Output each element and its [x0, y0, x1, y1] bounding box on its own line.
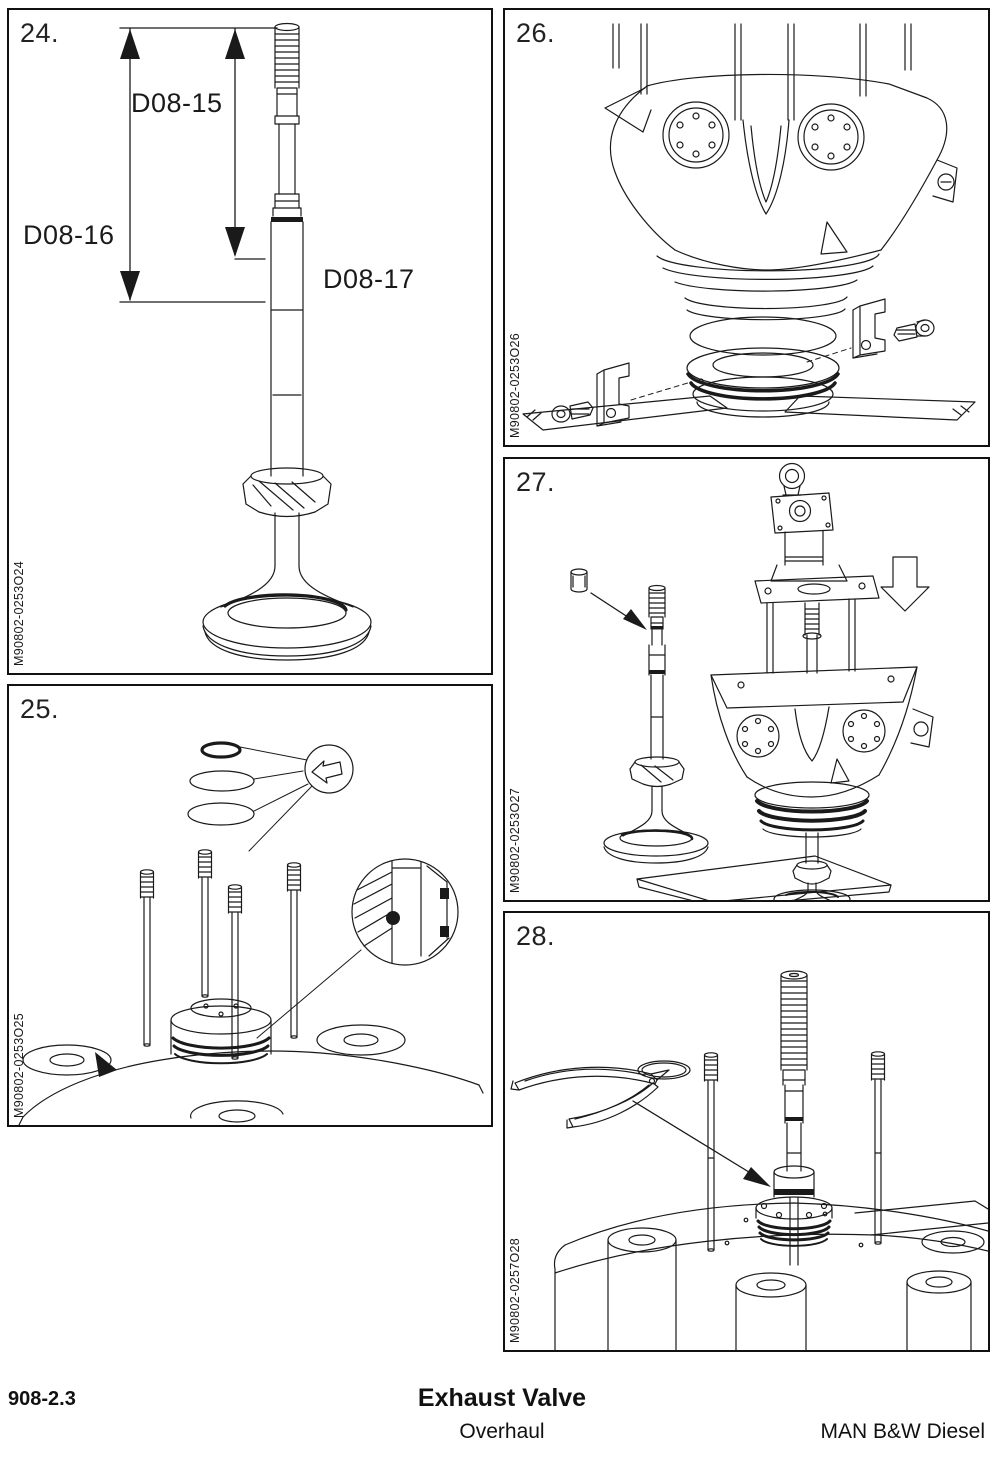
sealing-ring-installation-drawing — [510, 970, 988, 1350]
o-ring-detail — [386, 911, 400, 925]
stud — [139, 869, 155, 1047]
page-section-number: 908-2.3 — [8, 1388, 76, 1410]
dimension-label-d08-17: D08-17 — [323, 264, 415, 294]
valve-spindle — [202, 22, 372, 661]
dimension-label-d08-16: D08-16 — [23, 220, 115, 250]
insert-direction-arrow-icon — [311, 760, 343, 784]
figure-panel-26: 26. M90802-0253O26 — [503, 8, 990, 447]
valve-housing — [710, 666, 934, 838]
stud — [703, 1052, 719, 1252]
lifting-tool — [754, 462, 880, 674]
spindle-on-plate — [636, 832, 892, 900]
stud — [870, 1051, 886, 1245]
figure-number: 28. — [516, 921, 556, 951]
valve-spindle — [603, 584, 709, 864]
o-ring — [689, 316, 837, 356]
leader-arrow-icon — [623, 609, 647, 630]
spindle-and-housing-lifting-drawing — [570, 462, 934, 900]
figure-panel-24: 24. M90802-0253O24 D08-15 D08-16 D08-17 — [7, 8, 493, 675]
figure-panel-25: 25. M90802-0253O25 — [7, 684, 493, 1127]
figure-panel-27: 27. M90802-0253O27 — [503, 457, 990, 902]
circlip-pliers — [510, 1066, 670, 1129]
protection-sleeve — [570, 568, 588, 593]
clamp-and-bolt — [806, 298, 935, 363]
pointer-arrow-icon — [95, 1052, 117, 1077]
sealing-ring — [637, 1060, 691, 1080]
figure-number: 27. — [516, 467, 556, 497]
stud — [286, 862, 302, 1039]
stud — [197, 849, 213, 998]
figure-code: M90802-0253O25 — [12, 1013, 26, 1118]
dimension-label-d08-15: D08-15 — [131, 88, 223, 118]
page-subtitle: Overhaul — [459, 1420, 545, 1443]
spindle-guide-assembly — [755, 970, 833, 1266]
figure-number: 25. — [20, 694, 60, 724]
clamp-and-bolt — [551, 362, 692, 427]
sealing-rings-and-studs-drawing — [18, 741, 484, 1125]
valve-housing-and-seat-ring-drawing — [522, 23, 976, 431]
figure-panel-28: 28. M90802-0257O28 — [503, 911, 990, 1352]
company-name: MAN B&W Diesel — [820, 1420, 985, 1443]
figure-number: 26. — [516, 18, 556, 48]
figure-code: M90802-0253O26 — [508, 333, 522, 438]
figure-code: M90802-0253O27 — [508, 788, 522, 893]
cylinder-cover — [553, 1200, 988, 1350]
figure-code: M90802-0257O28 — [508, 1238, 522, 1343]
leader-arrow-icon — [743, 1167, 771, 1187]
page-title: Exhaust Valve — [417, 1384, 587, 1412]
valve-spindle-dimension-drawing — [119, 22, 372, 661]
dimension-arrow-icons — [120, 29, 245, 301]
figure-number: 24. — [20, 18, 60, 48]
down-direction-arrow-icon — [880, 556, 930, 612]
figure-code: M90802-0253O24 — [12, 561, 26, 666]
